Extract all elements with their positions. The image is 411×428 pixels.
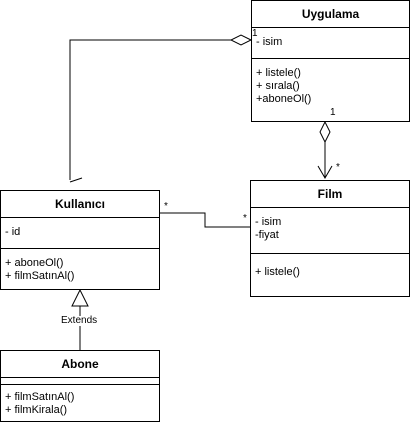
operation: +aboneOl() <box>256 93 312 105</box>
attribute: - isim <box>256 36 283 48</box>
class-uygulama-attributes: - isim <box>252 28 409 58</box>
attribute: -fiyat <box>255 229 279 241</box>
operation: + filmKirala() <box>5 404 68 416</box>
class-film-operations: + listele() <box>251 253 409 282</box>
extends-label: Extends <box>60 315 99 326</box>
association-line-kullanici-film <box>160 212 250 228</box>
class-kullanici[interactable]: Kullanıcı - id + aboneOl() + filmSatınAl… <box>0 190 160 290</box>
class-kullanici-attributes: - id <box>1 218 159 248</box>
operation: + filmSatınAl() <box>5 391 75 403</box>
attribute: - id <box>5 226 21 238</box>
class-film-name: Film <box>251 181 409 208</box>
aggregation-arrowhead-film <box>317 165 333 179</box>
class-kullanici-name: Kullanıcı <box>1 191 159 218</box>
operation: + listele() <box>256 67 301 79</box>
class-abone[interactable]: Abone + filmSatınAl() + filmKirala() <box>0 350 160 422</box>
multiplicity-uygulama-film-bottom: * <box>336 162 340 173</box>
operation: + aboneOl() <box>5 257 64 269</box>
aggregation-diamond-film <box>319 120 331 144</box>
class-abone-operations: + filmSatınAl() + filmKirala() <box>1 384 159 420</box>
class-film-attributes: - isim -fiyat <box>251 208 409 253</box>
class-film[interactable]: Film - isim -fiyat + listele() <box>250 180 410 297</box>
operation: + listele() <box>255 266 300 278</box>
aggregation-arrow-tick <box>69 177 83 183</box>
class-uygulama[interactable]: Uygulama - isim + listele() + sırala() +… <box>251 0 410 122</box>
aggregation-line-uygulama-kullanici <box>69 39 231 180</box>
aggregation-diamond-uygulama <box>229 34 253 46</box>
multiplicity-uygulama-film-top: 1 <box>330 107 336 118</box>
class-uygulama-name: Uygulama <box>252 1 409 28</box>
operation: + sırala() <box>256 80 300 92</box>
class-kullanici-operations: + aboneOl() + filmSatınAl() <box>1 248 159 286</box>
multiplicity-kullanici-film-right: * <box>243 213 247 224</box>
class-uygulama-operations: + listele() + sırala() +aboneOl() <box>252 58 409 109</box>
multiplicity-uygulama-kullanici: 1 <box>252 28 258 39</box>
multiplicity-kullanici-film-left: * <box>164 201 168 212</box>
operation: + filmSatınAl() <box>5 270 75 282</box>
class-abone-name: Abone <box>1 351 159 378</box>
generalization-triangle <box>71 288 89 307</box>
attribute: - isim <box>255 216 282 228</box>
